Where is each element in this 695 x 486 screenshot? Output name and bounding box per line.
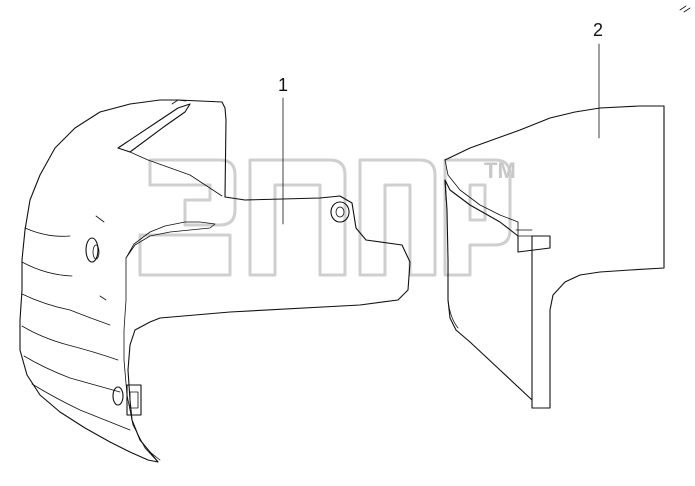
callout-label-1: 1 [278,75,288,95]
watermark-tm: TM [484,158,516,183]
callout-2: 2 [593,20,603,139]
callout-1: 1 [278,75,288,225]
part-2-right-cover [444,105,665,409]
corner-mark [679,5,691,13]
watermark-logo: TM [138,158,516,277]
callout-label-2: 2 [593,20,603,40]
part-1-left-cover [19,99,411,463]
